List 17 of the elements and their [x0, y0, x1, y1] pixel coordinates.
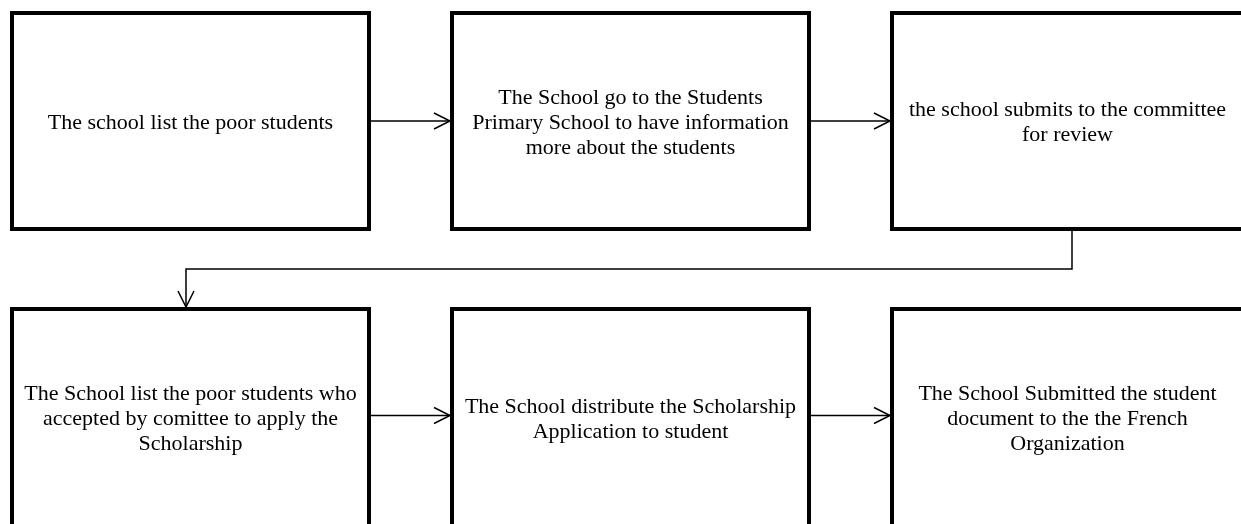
- arrow: [810, 406, 891, 425]
- arrow: [810, 112, 891, 130]
- arrow: [370, 406, 451, 425]
- process-box: [890, 307, 1241, 524]
- process-box: [450, 11, 811, 231]
- process-box: [10, 307, 371, 524]
- box-text: The School Submitted the student document to the the French Organization: [917, 380, 1218, 455]
- box-text: the school submits to the committee for review: [907, 96, 1228, 146]
- box-text: The school list the poor students: [47, 108, 334, 134]
- box-text: The School distribute the Scholarship Application to student: [464, 392, 797, 443]
- process-box: [450, 307, 811, 524]
- process-box: [890, 11, 1241, 231]
- process-box: [10, 11, 371, 231]
- box-text: The School go to the Students Primary School to have information more about the students: [471, 83, 790, 159]
- arrow: [370, 112, 451, 130]
- box-text: The School list the poor students who accepted by comittee to apply the Scholarship: [24, 380, 357, 455]
- arrow: [177, 230, 1073, 308]
